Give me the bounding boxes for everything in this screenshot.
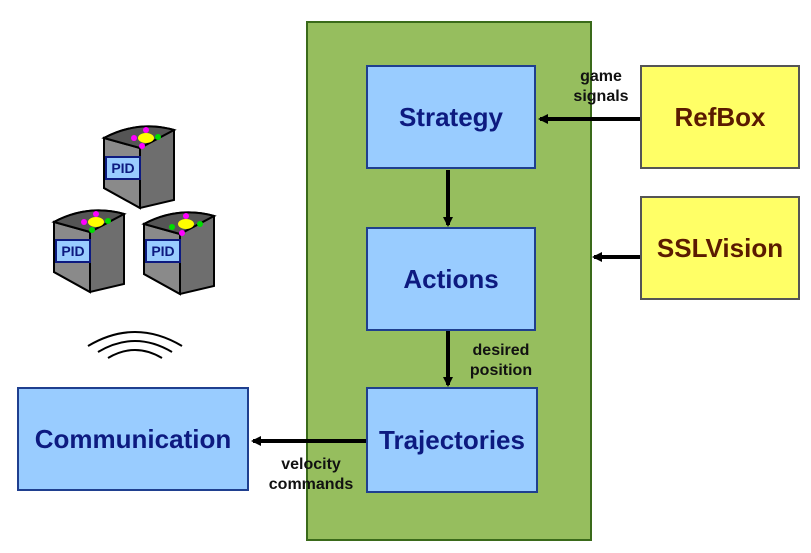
desired-position-label: desired position bbox=[460, 341, 542, 381]
pid-label: PID bbox=[111, 160, 134, 176]
desired-position-line-2: position bbox=[469, 362, 533, 379]
pid-label: PID bbox=[61, 243, 84, 259]
game-signals-line-2: signals bbox=[573, 88, 629, 105]
robot-icon: PID bbox=[101, 125, 177, 210]
pid-label: PID bbox=[151, 243, 174, 259]
strategy-box: Strategy bbox=[366, 65, 536, 169]
velocity-commands-line-2: commands bbox=[268, 476, 354, 493]
trajectories-box: Trajectories bbox=[366, 387, 538, 493]
game-signals-line-1: game bbox=[580, 68, 622, 85]
velocity-commands-line-1: velocity bbox=[281, 456, 341, 473]
sslvision-box: SSLVision bbox=[640, 196, 800, 300]
communication-box: Communication bbox=[17, 387, 249, 491]
robot-icon: PID bbox=[141, 211, 217, 296]
actions-box: Actions bbox=[366, 227, 536, 331]
game-signals-label: game signals bbox=[560, 67, 642, 107]
refbox-box: RefBox bbox=[640, 65, 800, 169]
robot-icon: PID bbox=[51, 209, 127, 294]
desired-position-line-1: desired bbox=[472, 342, 530, 359]
velocity-commands-label: velocity commands bbox=[258, 455, 364, 495]
wireless-signal-icon bbox=[87, 331, 183, 359]
